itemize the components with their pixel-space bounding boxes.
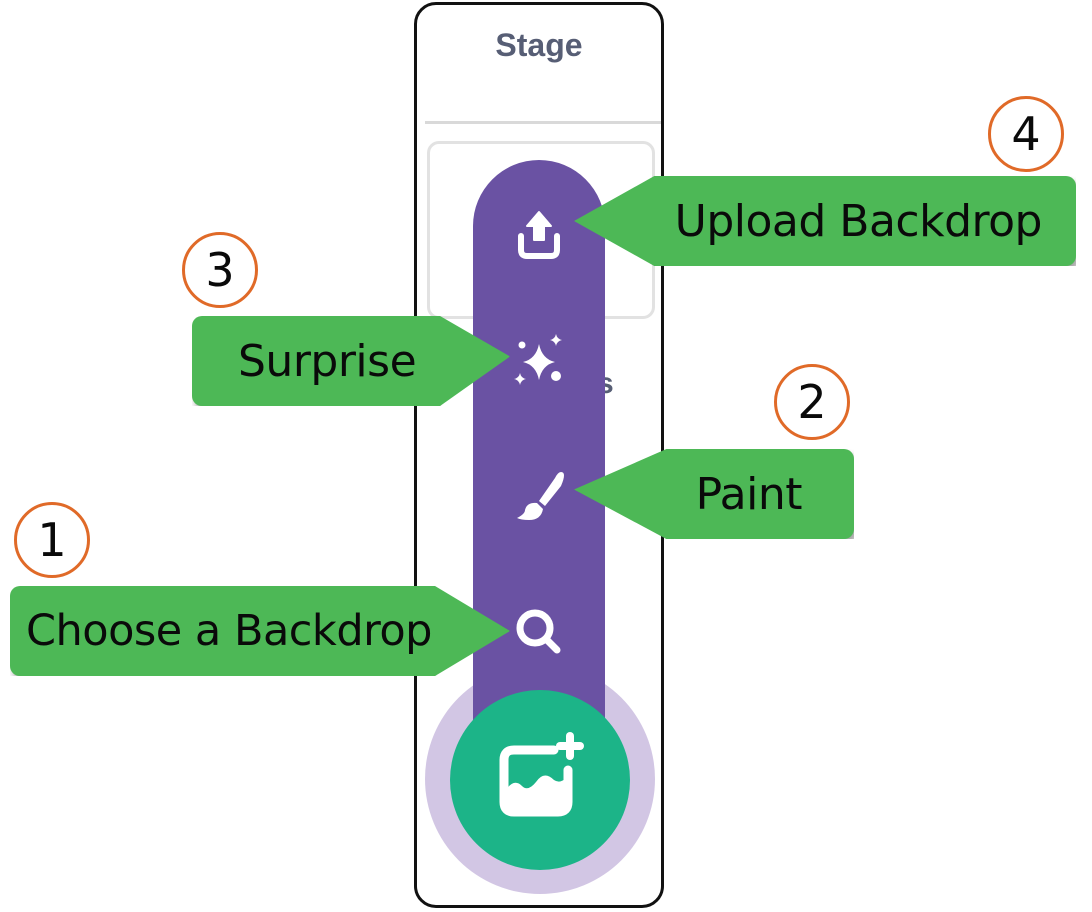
add-backdrop-button[interactable] bbox=[450, 690, 630, 870]
add-backdrop-icon bbox=[492, 730, 588, 831]
callout-label: Upload Backdrop bbox=[674, 195, 1043, 247]
step-badge-4: 4 bbox=[988, 96, 1064, 172]
step-badge-2: 2 bbox=[774, 364, 850, 440]
upload-backdrop-button[interactable] bbox=[473, 194, 605, 274]
surprise-button[interactable] bbox=[473, 322, 605, 402]
callout-label: Surprise bbox=[238, 335, 417, 387]
backdrop-menu bbox=[473, 160, 605, 780]
choose-backdrop-button[interactable] bbox=[473, 592, 605, 672]
divider bbox=[425, 121, 661, 124]
step-badge-1: 1 bbox=[14, 502, 90, 578]
upload-icon bbox=[511, 206, 567, 262]
sparkles-icon bbox=[509, 332, 569, 392]
callout-choose-backdrop: Choose a Backdrop bbox=[10, 586, 510, 676]
callout-label: Paint bbox=[695, 468, 803, 520]
stage-title: Stage bbox=[495, 27, 583, 63]
paintbrush-icon bbox=[511, 468, 567, 528]
search-icon bbox=[511, 604, 567, 660]
callout-surprise: Surprise bbox=[192, 316, 510, 406]
step-badge-3: 3 bbox=[182, 232, 258, 308]
callout-upload-backdrop: Upload Backdrop bbox=[574, 176, 1076, 266]
paint-button[interactable] bbox=[473, 458, 605, 538]
callout-label: Choose a Backdrop bbox=[26, 606, 432, 656]
